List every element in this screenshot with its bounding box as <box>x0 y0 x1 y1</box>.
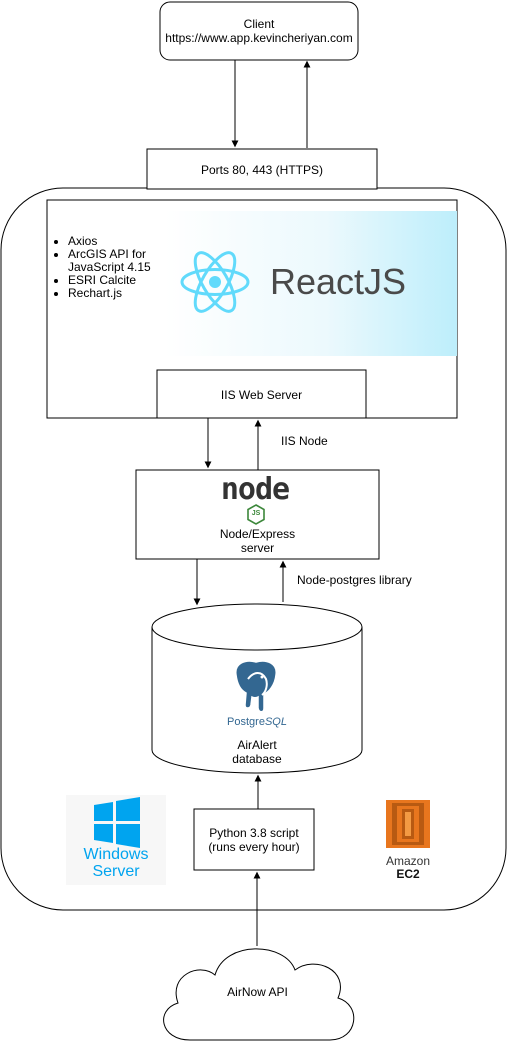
react-logo-text: ReactJS <box>270 261 407 302</box>
node-logo-text: node <box>220 472 290 507</box>
iis-node-label: IIS Node <box>281 434 328 448</box>
ports-label: Ports 80, 443 (HTTPS) <box>200 163 324 177</box>
ec2-logo-line1: Amazon <box>385 854 431 868</box>
client-title: Client <box>243 17 275 31</box>
iis-web-server-box <box>156 369 367 419</box>
library-item: ArcGIS API for JavaScript 4.15 <box>68 248 178 274</box>
python-script-box <box>193 808 315 871</box>
node-js-hexagon-icon <box>247 504 265 525</box>
postgresql-logo-text-a: Postgre <box>227 716 265 728</box>
postgresql-elephant-icon <box>235 660 277 713</box>
node-js-badge: JS <box>251 510 261 517</box>
python-label-line2: (runs every hour) <box>208 840 300 854</box>
windows-logo-line2: Server <box>92 863 140 880</box>
iis-web-server-label: IIS Web Server <box>220 388 303 402</box>
ec2-logo-line2: EC2 <box>396 867 420 881</box>
node-postgres-label: Node-postgres library <box>297 573 412 587</box>
library-item: Axios <box>68 235 178 248</box>
database-label-line2: database <box>232 752 282 766</box>
node-server-label-line1: Node/Express <box>219 527 296 541</box>
airnow-cloud-shape <box>163 948 355 1041</box>
windows-server-logo-icon <box>66 795 166 885</box>
node-server-box <box>135 469 380 560</box>
windows-logo-line1: Windows <box>83 846 149 863</box>
library-item: Rechart.js <box>68 287 178 300</box>
client-url[interactable]: https://www.app.kevincheriyan.com <box>165 31 353 45</box>
client-box <box>159 1 359 61</box>
node-server-label-line2: server <box>240 541 275 555</box>
library-item: ESRI Calcite <box>68 274 178 287</box>
react-logo-icon <box>180 251 250 313</box>
frontend-library-list: Axios ArcGIS API for JavaScript 4.15 ESR… <box>52 235 178 300</box>
amazon-ec2-logo-icon <box>386 800 430 848</box>
database-label-line1: AirAlert <box>237 738 277 752</box>
database-cylinder <box>151 603 363 774</box>
python-label-line1: Python 3.8 script <box>209 826 299 840</box>
postgresql-logo-text: PostgreSQL <box>207 716 307 728</box>
postgresql-logo-text-b: SQL <box>264 716 287 728</box>
ports-box <box>146 148 378 190</box>
airnow-label: AirNow API <box>227 985 288 999</box>
